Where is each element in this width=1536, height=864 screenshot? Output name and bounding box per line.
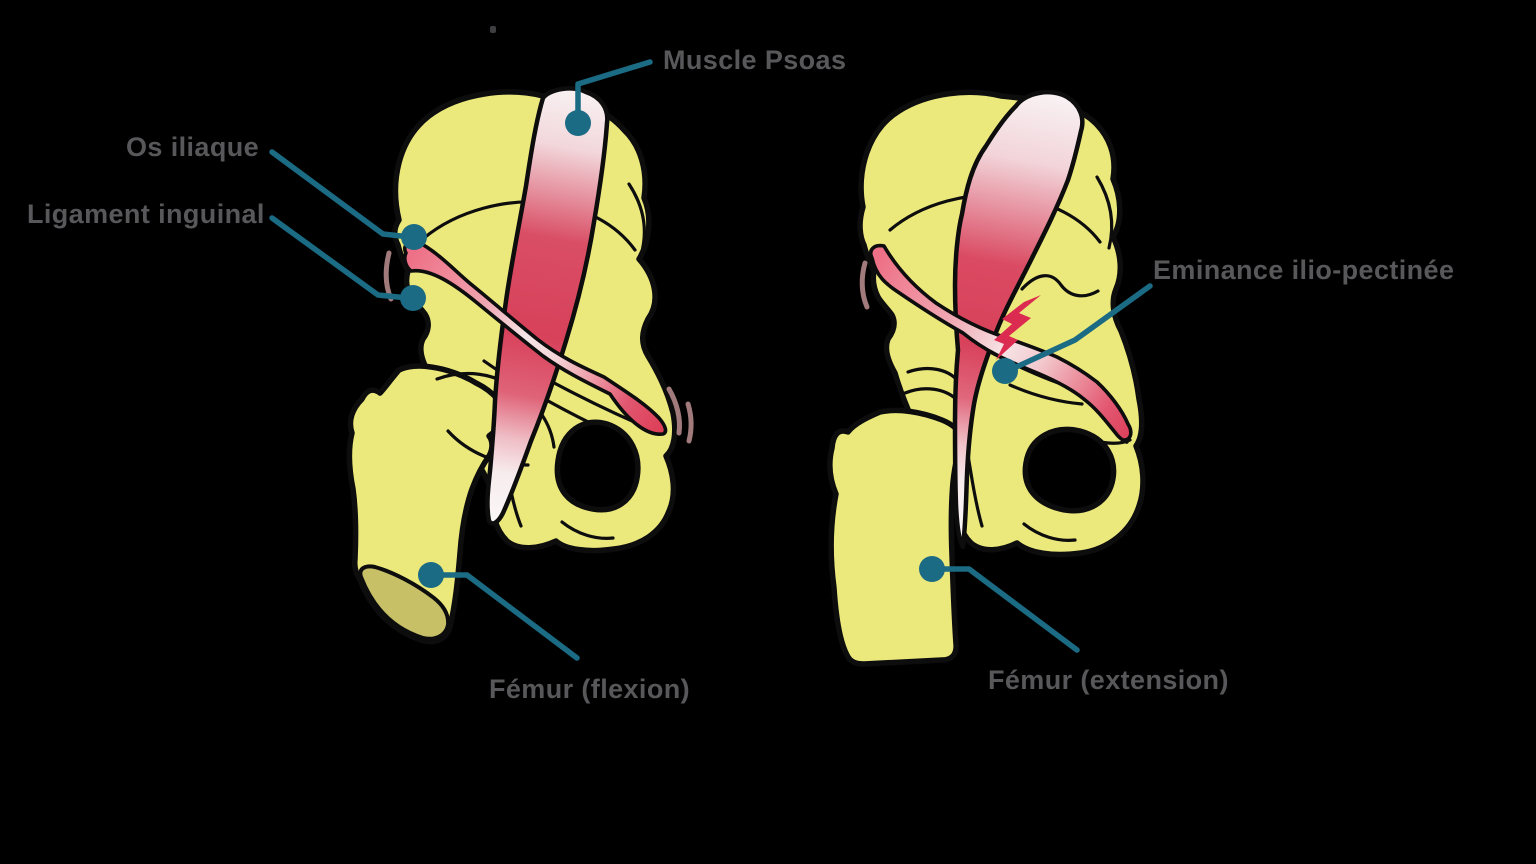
obturator-foramen bbox=[1022, 426, 1117, 514]
pelvis-extension-illustration bbox=[827, 89, 1146, 667]
stray-mark bbox=[490, 26, 496, 33]
annotations bbox=[269, 59, 1153, 661]
obturator-foramen bbox=[554, 419, 641, 513]
marker-dot-femur-extension bbox=[919, 556, 945, 582]
inguinal-ligament bbox=[402, 239, 668, 436]
marker-dot-femur-flexion bbox=[418, 562, 444, 588]
label-femur-flexion: Fémur (flexion) bbox=[489, 674, 691, 704]
marker-dot-os-iliaque bbox=[401, 224, 427, 250]
femur-extended bbox=[827, 407, 966, 667]
femur-cut-surface bbox=[358, 564, 451, 641]
psoas-muscle bbox=[952, 89, 1085, 550]
label-femur-extension: Fémur (extension) bbox=[988, 665, 1229, 695]
marker-dot-muscle-psoas bbox=[565, 110, 591, 136]
label-os-iliaque: Os iliaque bbox=[126, 132, 260, 162]
inguinal-ligament bbox=[868, 243, 1133, 444]
label-ligament-inguinal: Ligament inguinal bbox=[27, 199, 265, 229]
pelvis-flexion-illustration bbox=[346, 86, 694, 645]
marker-dot-eminence bbox=[992, 358, 1018, 384]
label-muscle-psoas: Muscle Psoas bbox=[663, 45, 847, 75]
leader-muscle-psoas bbox=[575, 59, 653, 125]
leader-os-iliaque bbox=[269, 149, 413, 240]
leader-femur-extension bbox=[941, 566, 1080, 653]
leader-ligament-inguinal bbox=[269, 215, 411, 301]
cartilage-accent-strokes bbox=[859, 260, 870, 310]
psoas-muscle bbox=[485, 86, 610, 526]
marker-dot-ligament-inguinal bbox=[400, 285, 426, 311]
pain-bolt-icon bbox=[994, 295, 1041, 360]
leader-femur-flexion bbox=[440, 572, 580, 661]
leader-eminence bbox=[1009, 283, 1153, 372]
label-eminence-ilio-pectinee: Eminance ilio-pectinée bbox=[1153, 255, 1455, 285]
